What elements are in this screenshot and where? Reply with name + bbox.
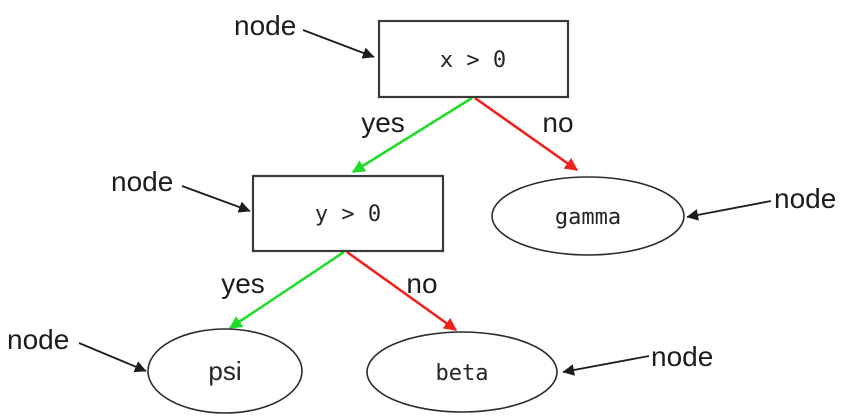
edge-label-yes-1: yes — [361, 107, 405, 138]
node-ellipse-beta — [366, 331, 558, 413]
edge-label-no-2: no — [406, 268, 437, 299]
annotation-label-beta: node — [651, 341, 713, 372]
annotation-arrow-gamma — [686, 200, 772, 221]
edge-label-no-1: no — [542, 107, 573, 138]
annotation-arrow-root — [302, 29, 375, 59]
edge-ytest-yes — [228, 250, 345, 330]
edge-root-yes — [351, 96, 473, 174]
annotation-label-ytest: node — [111, 166, 173, 197]
edge-ytest-no — [346, 250, 458, 332]
node-box-ytest — [251, 174, 445, 253]
edge-label-yes-2: yes — [221, 268, 265, 299]
annotation-arrow-beta — [562, 355, 650, 376]
node-label-psi: psi — [208, 356, 241, 386]
annotation-label-root: node — [234, 10, 296, 41]
node-label-root: x > 0 — [440, 48, 506, 73]
annotation-label-gamma: node — [774, 183, 836, 214]
node-label-gamma: gamma — [555, 205, 621, 230]
annotation-label-psi: node — [7, 324, 69, 355]
node-ellipse-psi — [147, 328, 303, 414]
node-box-root — [377, 19, 570, 99]
annotation-arrow-ytest — [181, 185, 251, 213]
node-ellipse-gamma — [491, 176, 685, 256]
annotation-arrow-psi — [78, 342, 147, 373]
edge-root-no — [474, 96, 579, 172]
node-label-ytest: y > 0 — [315, 202, 381, 227]
node-label-beta: beta — [436, 361, 489, 386]
